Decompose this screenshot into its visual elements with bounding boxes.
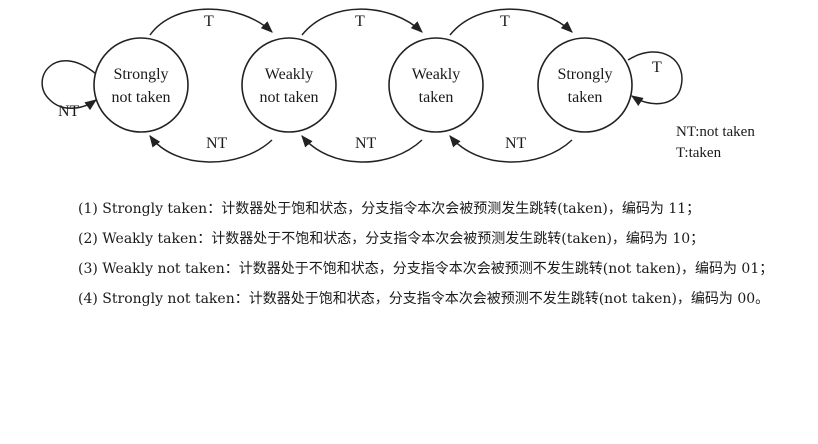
legend-t: T:taken	[676, 145, 722, 161]
t-edge-label-2: T	[355, 13, 365, 30]
state-label-line1: Strongly	[113, 66, 168, 83]
state-weakly-taken: Weakly taken	[388, 37, 484, 133]
nt-self-loop	[41, 60, 97, 111]
state-label-line1: Weakly	[265, 66, 313, 83]
description-item: (3) Weakly not taken：计数器处于不饱和状态，分支指令本次会被…	[78, 261, 774, 277]
state-label-line2: not taken	[111, 89, 170, 106]
description-item: (2) Weakly taken：计数器处于不饱和状态，分支指令本次会被预测发生…	[78, 231, 705, 247]
nt-edge-label-3: NT	[505, 135, 527, 152]
state-label-line1: Weakly	[412, 66, 460, 83]
state-machine-diagram: T T T NT T Strongly not taken Weakly not…	[41, 8, 755, 163]
nt-self-loop-label: NT	[58, 103, 80, 120]
t-edge-label-1: T	[204, 13, 214, 30]
nt-edge-label-2: NT	[355, 135, 377, 152]
t-edge-wt-to-st	[449, 8, 573, 36]
state-weakly-not-taken: Weakly not taken	[241, 37, 337, 133]
t-self-loop-label: T	[652, 59, 662, 76]
t-edge-label-3: T	[500, 13, 510, 30]
t-self-loop	[627, 51, 683, 106]
t-edge-wnt-to-wt	[301, 8, 423, 36]
nt-edge-wt-to-wnt	[301, 135, 423, 163]
description-item: (1) Strongly taken：计数器处于饱和状态，分支指令本次会被预测发…	[78, 201, 701, 217]
legend-nt: NT:not taken	[676, 124, 755, 140]
state-strongly-not-taken: Strongly not taken	[93, 37, 189, 133]
state-label-line2: taken	[419, 89, 454, 106]
state-strongly-taken: Strongly taken	[537, 37, 633, 133]
legend: NT:not taken T:taken	[676, 124, 755, 161]
t-edge-snt-to-wnt	[149, 8, 273, 36]
nt-edge-st-to-wt	[449, 135, 573, 163]
state-label-line2: not taken	[259, 89, 318, 106]
nt-edge-wnt-to-snt	[149, 135, 273, 163]
description-item: (4) Strongly not taken：计数器处于饱和状态，分支指令本次会…	[78, 291, 770, 307]
state-label-line1: Strongly	[557, 66, 612, 83]
state-label-line2: taken	[568, 89, 603, 106]
nt-edge-label-1: NT	[206, 135, 228, 152]
state-descriptions: (1) Strongly taken：计数器处于饱和状态，分支指令本次会被预测发…	[30, 194, 790, 314]
